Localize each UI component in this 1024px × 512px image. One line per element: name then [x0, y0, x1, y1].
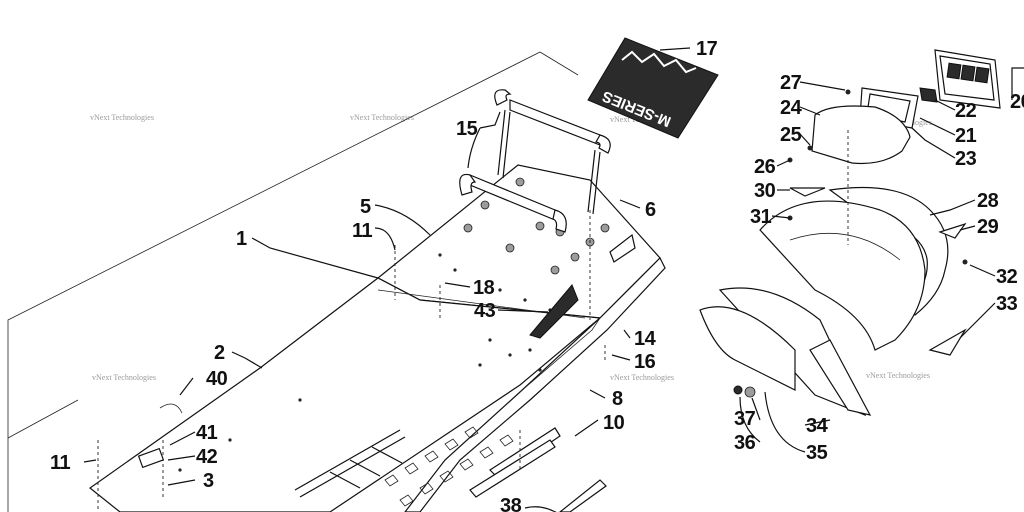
callout-25: 25 [780, 124, 802, 146]
leader-lines [83, 47, 1024, 512]
callout-labels: 1 2 3 5 6 8 10 11 11 14 15 16 17 18 20 2… [50, 38, 1024, 512]
callout-6: 6 [645, 199, 656, 221]
callout-32: 32 [996, 266, 1018, 288]
callout-3: 3 [203, 470, 214, 492]
callout-28: 28 [977, 190, 999, 212]
callout-31: 31 [750, 206, 772, 228]
callout-21: 21 [955, 125, 977, 147]
callout-20: 20 [1010, 91, 1024, 113]
callout-1: 1 [236, 228, 247, 250]
tunnel [89, 164, 666, 512]
watermark: vNext Technologies [92, 373, 156, 382]
callout-40: 40 [206, 368, 228, 390]
rear-assembly [699, 49, 1001, 417]
callout-11: 11 [352, 220, 373, 242]
callout-43: 43 [474, 300, 496, 322]
assembly-outline [7, 51, 579, 512]
callout-26: 26 [754, 156, 776, 178]
grab-handle [459, 89, 611, 233]
watermark: vNext Technologies [866, 371, 930, 380]
callout-36: 36 [734, 432, 756, 454]
callout-37: 37 [734, 408, 756, 430]
callout-5: 5 [360, 196, 371, 218]
callout-38: 38 [500, 495, 522, 512]
callout-15: 15 [456, 118, 478, 140]
callout-23: 23 [955, 148, 977, 170]
callout-18: 18 [473, 277, 495, 299]
callout-8: 8 [612, 388, 623, 410]
callout-41: 41 [196, 422, 218, 444]
callout-29: 29 [977, 216, 999, 238]
watermark: vNext Technologies [610, 373, 674, 382]
callout-24: 24 [780, 97, 803, 119]
loose-hardware [97, 210, 606, 510]
callout-14: 14 [634, 328, 657, 350]
callout-34: 34 [806, 415, 829, 437]
callout-17: 17 [696, 38, 718, 60]
callout-30: 30 [754, 180, 776, 202]
watermark: vNext Technologies [350, 113, 414, 122]
callout-35: 35 [806, 442, 828, 464]
callout-10: 10 [603, 412, 625, 434]
callout-42: 42 [196, 446, 218, 468]
callout-16: 16 [634, 351, 656, 373]
callout-2: 2 [214, 342, 225, 364]
callout-11: 11 [50, 452, 71, 474]
callout-22: 22 [955, 100, 977, 122]
callout-27: 27 [780, 72, 802, 94]
callout-33: 33 [996, 293, 1018, 315]
watermark: vNext Technologies [90, 113, 154, 122]
